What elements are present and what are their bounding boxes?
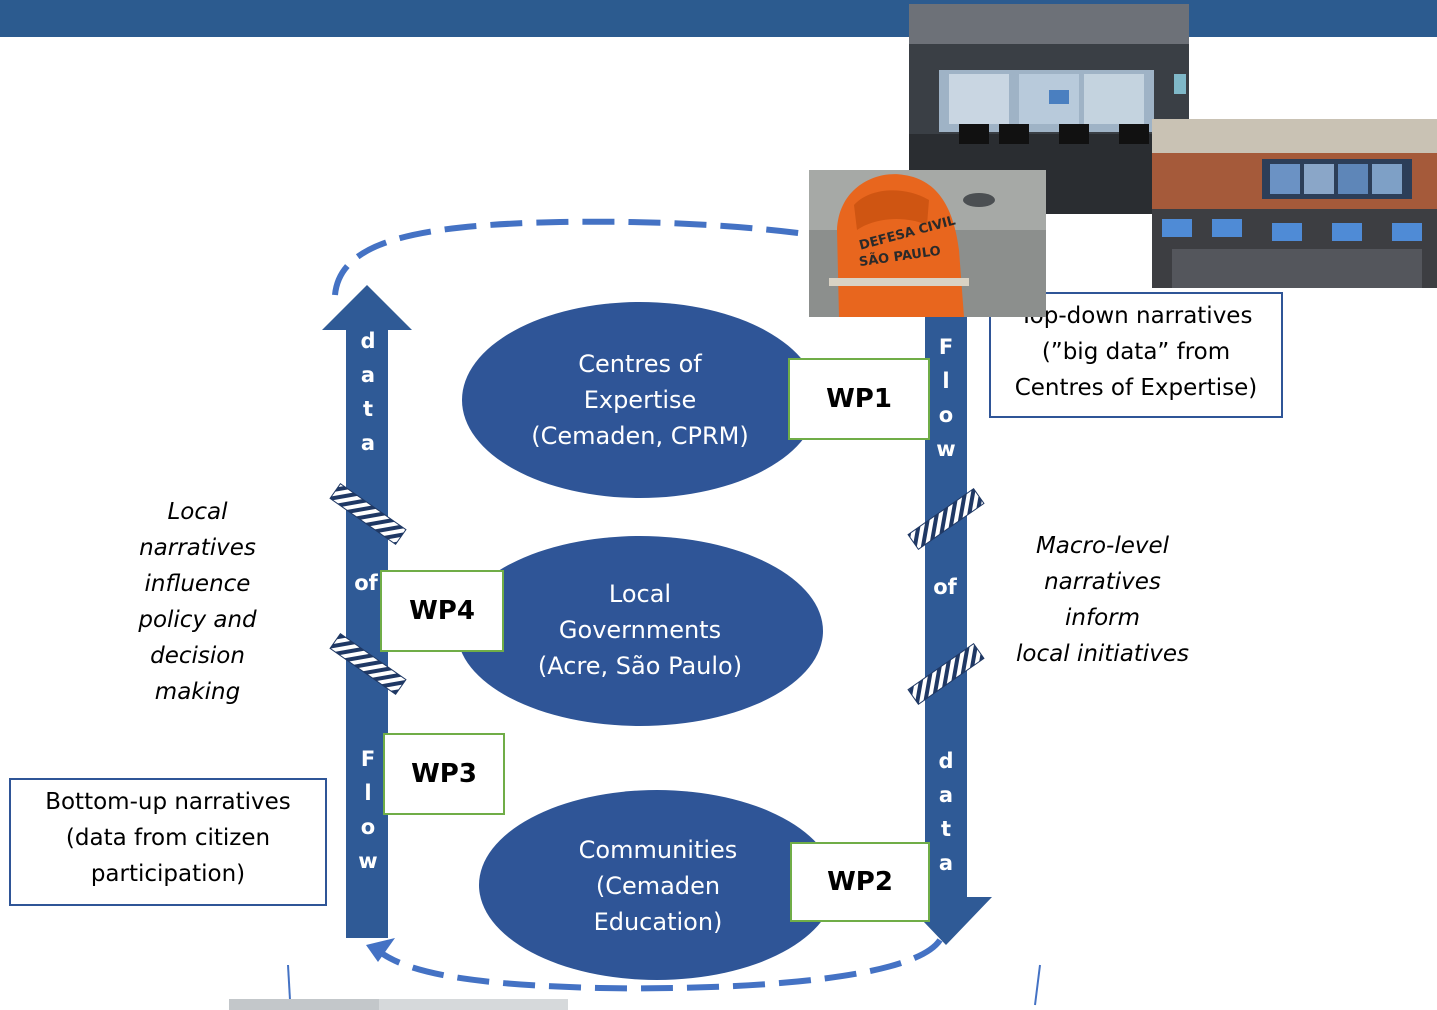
right-top-letter-4: w: [936, 437, 956, 461]
bottom-up-narratives-box: Bottom-up narratives (data from citizen pa…: [9, 778, 327, 906]
wp2-box: WP2: [790, 842, 930, 922]
top-bar: [0, 0, 1437, 37]
bracket-right: [1034, 964, 1041, 1006]
top-down-line-1: Top-down narratives: [1019, 303, 1253, 329]
left-flow-arrow: [322, 285, 412, 938]
macro-level-narratives-note: Macro-level narratives inform local initiat…: [990, 528, 1215, 672]
dashed-loop-top: [332, 218, 901, 296]
communities-label-line-2: (Cemaden: [595, 872, 721, 900]
dashed-loop-bottom: [369, 938, 943, 992]
bracket-left: [287, 964, 291, 1001]
wp4-box: WP4: [380, 570, 504, 652]
left-top-letter-3: t: [362, 397, 374, 421]
local-gov-label-line-3: (Acre, São Paulo): [537, 652, 743, 680]
left-bottom-letter-2: l: [364, 781, 372, 805]
ellipse-centres: [462, 302, 818, 498]
local-gov-label-line-1: Local: [608, 580, 672, 608]
bottom-up-line-1: Bottom-up narratives: [45, 789, 291, 815]
bottom-up-line-3: participation): [90, 861, 246, 887]
top-down-line-3: Centres of Expertise): [1014, 375, 1258, 401]
left-top-letter-1: d: [360, 329, 376, 353]
right-bottom-letter-3: t: [940, 817, 952, 841]
local-note-line-2: narratives: [139, 535, 256, 561]
right-arrow-word-mid: of: [933, 575, 957, 599]
wp3-box: WP3: [383, 733, 505, 815]
centres-of-expertise-label: Centres of Expertise (Cemaden, CPRM): [500, 346, 780, 454]
local-note-line-4: policy and: [138, 607, 257, 633]
local-note-line-5: decision: [150, 643, 245, 669]
macro-note-line-4: local initiatives: [1016, 641, 1189, 667]
local-note-line-6: making: [154, 679, 241, 705]
wp1-box: WP1: [788, 358, 930, 440]
right-top-letter-2: l: [942, 369, 950, 393]
ellipse-local-gov: [457, 536, 823, 726]
macro-note-line-3: inform: [1065, 605, 1140, 631]
centres-label-line-2: Expertise: [583, 386, 697, 414]
civil-defense-photo: DEFESA CIVIL SÃO PAULO: [809, 170, 1046, 317]
communities-label-line-3: Education): [593, 908, 723, 936]
right-flow-arrow: [900, 300, 992, 945]
right-bottom-letter-1: d: [938, 749, 954, 773]
local-note-line-1: Local: [167, 499, 228, 525]
right-bottom-letter-4: a: [938, 851, 954, 875]
local-narratives-note: Local narratives influence policy and decisi…: [100, 494, 295, 710]
top-down-line-2: (”big data” from: [1041, 339, 1231, 365]
bottom-photo-fragment: [229, 997, 568, 1010]
dashed-loop-arrowhead: [366, 938, 395, 962]
macro-note-line-2: narratives: [1044, 569, 1161, 595]
right-top-letter-1: F: [938, 335, 954, 359]
left-arrow-word-mid: of: [354, 571, 378, 595]
left-bottom-letter-1: F: [360, 747, 376, 771]
centres-label-line-1: Centres of: [578, 350, 702, 378]
macro-note-line-1: Macro-level: [1035, 533, 1170, 559]
right-top-letter-3: o: [938, 403, 954, 427]
left-break-1: [329, 482, 407, 546]
left-bottom-letter-3: o: [360, 815, 376, 839]
control-room-photo-2: [1152, 119, 1437, 288]
right-break-2: [907, 642, 985, 706]
right-break-1: [907, 487, 985, 551]
ellipse-communities: [479, 790, 835, 980]
bottom-up-line-2: (data from citizen: [65, 825, 271, 851]
centres-label-line-3: (Cemaden, CPRM): [531, 422, 749, 450]
right-bottom-letter-2: a: [938, 783, 954, 807]
left-bottom-letter-4: w: [358, 849, 378, 873]
local-note-line-3: influence: [144, 571, 251, 597]
left-break-2: [329, 632, 407, 696]
local-gov-label-line-2: Governments: [558, 616, 722, 644]
left-top-letter-2: a: [360, 363, 376, 387]
left-top-letter-4: a: [360, 431, 376, 455]
communities-label-line-1: Communities: [578, 836, 738, 864]
